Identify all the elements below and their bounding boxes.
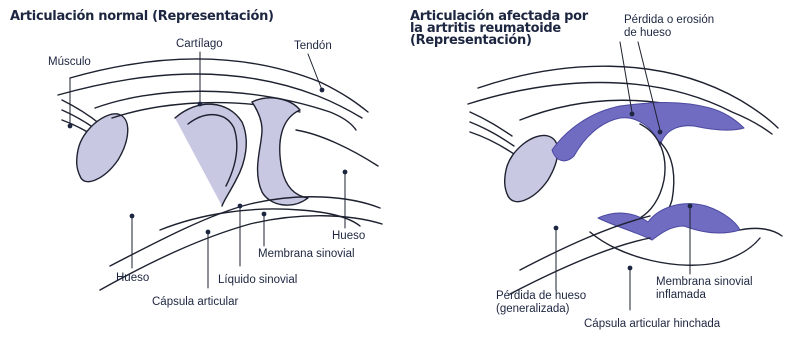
label-perdida-hueso-line-1: Pérdida de hueso [496,290,586,303]
muscle-shape [77,114,128,182]
dot-erosion-b [658,130,663,135]
dot-cartilago [198,102,203,107]
label-capsula-hinchada: Cápsula articular hinchada [584,318,720,331]
label-perdida-erosion-line-1: Pérdida o erosión [624,14,714,27]
label-liquido-sinovial: Líquido sinovial [218,274,297,287]
dot-membrana-inflamada [688,204,693,209]
inflamed-synovium-upper [552,103,744,161]
cartilage-lower [252,98,308,205]
label-capsula-articular: Cápsula articular [152,296,238,309]
right-panel-title-line-3: (Representación) [410,34,532,47]
dot-erosion-a [630,112,635,117]
label-hueso-left: Hueso [116,272,149,285]
muscle-fiber-affected [470,132,514,154]
dot-liquido [238,204,243,209]
dot-perdida-hueso [554,226,559,231]
label-membrana-sinovial: Membrana sinovial [258,248,355,261]
label-membrana-inflamada-line-2: inflamada [656,289,706,302]
affected-joint-drawing [468,66,782,294]
dot-membrana [262,212,267,217]
dot-hueso-left [130,214,135,219]
inflamed-synovium-lower [598,204,740,240]
bone-right-affected [740,228,782,236]
label-membrana-inflamada-line-1: Membrana sinovial [656,276,753,289]
tendon-outer [70,59,368,112]
dot-capsula-hinchada [628,266,633,271]
dot-capsula [206,230,211,235]
label-hueso-right: Hueso [332,230,365,243]
bone-right-surface [296,130,378,166]
capsule-lower-affected [590,232,760,265]
label-cartilago: Cartílago [176,38,223,51]
leader-erosion-a [620,42,632,112]
dot-hueso-right [343,170,348,175]
dot-musculo [68,124,73,129]
leader-tendon [308,54,322,90]
label-perdida-hueso-line-2: (generalizada) [496,303,570,316]
label-tendon: Tendón [294,40,332,53]
dot-tendon [320,88,325,93]
left-panel-title: Articulación normal (Representación) [10,10,274,23]
label-musculo: Músculo [48,56,91,69]
label-perdida-erosion-line-2: de hueso [624,27,671,40]
